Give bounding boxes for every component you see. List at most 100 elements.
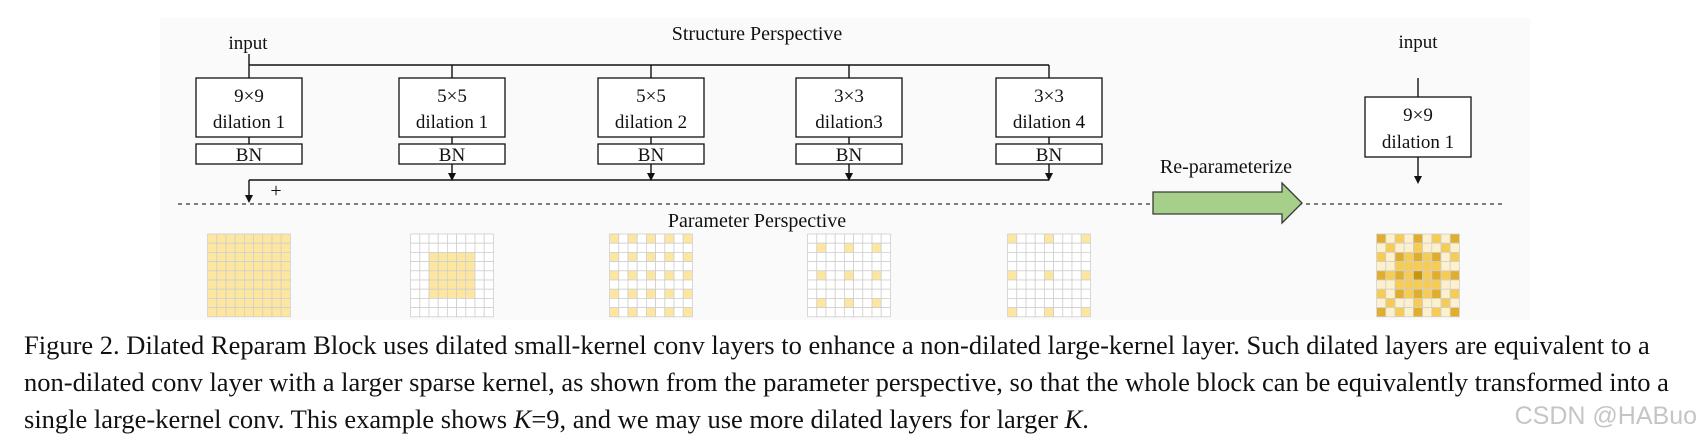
kernel-cell — [627, 233, 638, 244]
kernel-cell — [816, 261, 827, 272]
kernel-cell — [1062, 270, 1073, 281]
kernel-cell — [1431, 261, 1442, 272]
kernel-cell — [862, 288, 873, 299]
kernel-cell — [853, 251, 864, 262]
kernel-cell — [1007, 261, 1018, 272]
kernel-cell — [682, 297, 693, 308]
kernel-cell — [871, 279, 882, 290]
kernel-cell — [618, 270, 629, 281]
kernel-cell — [207, 288, 218, 299]
kernel-cell — [253, 270, 264, 281]
kernel-cell — [1403, 251, 1414, 262]
kernel-cell — [618, 279, 629, 290]
kernel-cell — [871, 297, 882, 308]
watermark: CSDN @HABuo — [1514, 402, 1697, 430]
kernel-cell — [646, 279, 657, 290]
kernel-cell — [636, 307, 647, 318]
kernel-cell — [1413, 307, 1424, 318]
kernel-cell — [419, 279, 430, 290]
kernel-cell — [1016, 288, 1027, 299]
kernel-cell — [825, 297, 836, 308]
kernel-cell — [1044, 279, 1055, 290]
kernel-cell — [636, 261, 647, 272]
kernel-cell — [1422, 233, 1433, 244]
kernel-cell — [1053, 242, 1064, 253]
kernel-cell — [1449, 279, 1460, 290]
kernel-cell — [271, 279, 282, 290]
kernel-cell — [483, 297, 494, 308]
kernel-cell — [419, 261, 430, 272]
kernel-cell — [834, 279, 845, 290]
kernel-cell — [871, 251, 882, 262]
kernel-cell — [1016, 261, 1027, 272]
kernel-cell — [1394, 233, 1405, 244]
kernel-cell — [1394, 307, 1405, 318]
kernel-cell — [410, 279, 421, 290]
kernel-cell — [1394, 279, 1405, 290]
kernel-cell — [1403, 297, 1414, 308]
kernel-cell — [1007, 270, 1018, 281]
kernel-cell — [1080, 233, 1091, 244]
merged-input-label: input — [1398, 32, 1438, 53]
kernel-cell — [1007, 279, 1018, 290]
kernel-cell — [816, 242, 827, 253]
kernel-cell — [1422, 270, 1433, 281]
kernel-cell — [880, 307, 891, 318]
kernel-cell — [1007, 251, 1018, 262]
kernel-cell — [1053, 297, 1064, 308]
kernel-cell — [216, 307, 227, 318]
kernel-cell — [465, 297, 476, 308]
kernel-cell — [207, 279, 218, 290]
kernel-cell — [1422, 297, 1433, 308]
kernel-cell — [428, 307, 439, 318]
kernel-cell — [1025, 270, 1036, 281]
kernel-cell — [483, 307, 494, 318]
kernel-cell — [483, 270, 494, 281]
caption-k-symbol-2: K — [1064, 404, 1083, 434]
kernel-cell — [825, 270, 836, 281]
kernel-cell — [253, 297, 264, 308]
kernel-cell — [664, 242, 675, 253]
kernel-cell — [243, 242, 254, 253]
kernel-cell — [1422, 261, 1433, 272]
kernel-cell — [1440, 288, 1451, 299]
kernel-cell — [844, 270, 855, 281]
kernel-cell — [207, 307, 218, 318]
kernel-cell — [1044, 307, 1055, 318]
sum-arrowhead — [1045, 173, 1053, 181]
kernel-cell — [1034, 270, 1045, 281]
kernel-cell — [1440, 233, 1451, 244]
kernel-cell — [1071, 297, 1082, 308]
kernel-cell — [271, 261, 282, 272]
kernel-cell — [1413, 288, 1424, 299]
kernel-cell — [880, 233, 891, 244]
kernel-cell — [234, 279, 245, 290]
kernel-cell — [1394, 297, 1405, 308]
kernel-cell — [1394, 288, 1405, 299]
kernel-cell — [1422, 242, 1433, 253]
kernel-cell — [825, 288, 836, 299]
caption-eq: =9, and we may use more dilated layers f… — [531, 404, 1065, 434]
kernel-cell — [456, 242, 467, 253]
kernel-cell — [1007, 288, 1018, 299]
kernel-cell — [446, 307, 457, 318]
kernel-cell — [1044, 251, 1055, 262]
kernel-cell — [1449, 297, 1460, 308]
kernel-grid-2 — [410, 233, 494, 318]
dilation-label: dilation 4 — [1013, 112, 1086, 133]
kernel-cell — [655, 279, 666, 290]
kernel-cell — [437, 307, 448, 318]
kernel-cell — [844, 279, 855, 290]
kernel-cell — [262, 242, 273, 253]
kernel-cell — [1431, 297, 1442, 308]
kernel-cell — [655, 251, 666, 262]
kernel-cell — [419, 297, 430, 308]
kernel-cell — [609, 261, 620, 272]
kernel-cell — [465, 261, 476, 272]
kernel-size-label: 5×5 — [437, 86, 467, 107]
dilation-label: dilation 1 — [416, 112, 488, 133]
kernel-cell — [1403, 288, 1414, 299]
kernel-cell — [428, 288, 439, 299]
kernel-cell — [262, 270, 273, 281]
